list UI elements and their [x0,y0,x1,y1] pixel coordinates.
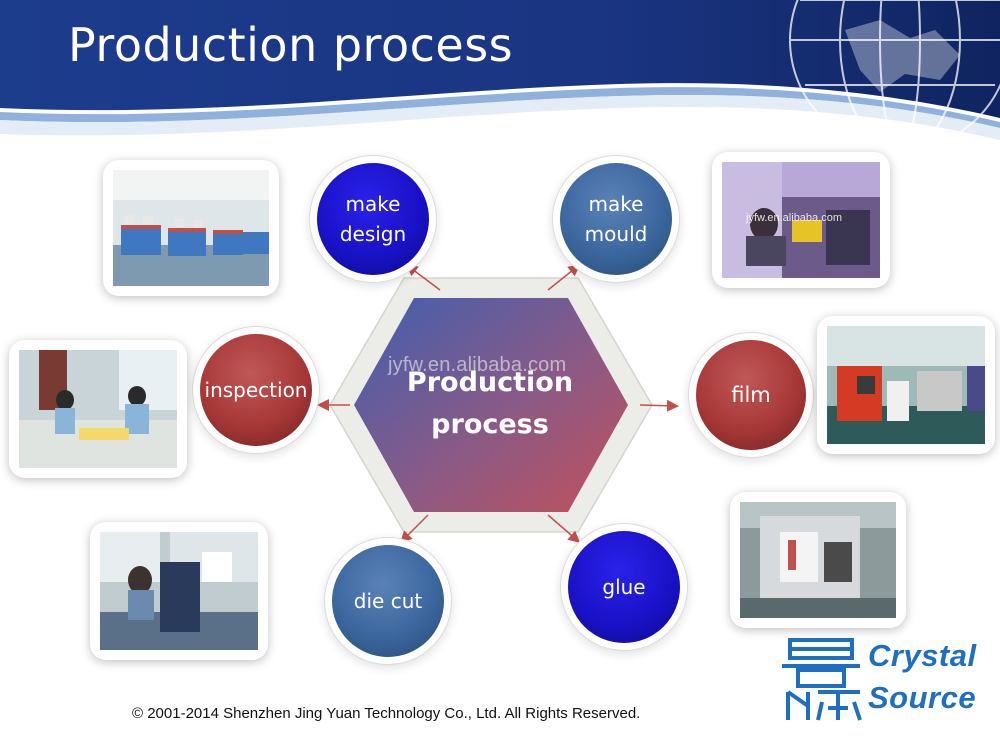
logo-emblem [778,636,864,722]
arrow-to-film [640,405,676,406]
logo-text-line1: Crystal [868,638,977,674]
photo-mould-making: jyfw.en.alibaba.com [712,152,890,288]
crystal-source-logo: Crystal Source [778,636,956,724]
step-make-design: make design [317,163,429,275]
arrow-to-make-design [408,266,440,290]
copyright-footer: © 2001-2014 Shenzhen Jing Yuan Technolog… [132,705,640,722]
arrow-to-glue [548,515,578,541]
step-glue: glue [568,531,680,643]
step-die-cut: die cut [332,545,444,657]
photo-inspection [9,340,187,478]
photo-film-machine [817,316,995,454]
step-make-mould: make mould [560,163,672,275]
photo-die-cut [90,522,268,660]
step-film: film [696,340,806,450]
step-inspection: inspection [200,334,312,446]
arrow-to-die-cut [402,515,428,541]
photo-design-office [103,160,279,296]
arrow-to-make-mould [548,266,578,290]
photo-watermark: jyfw.en.alibaba.com [746,212,842,224]
logo-text-line2: Source [868,680,976,716]
photo-glue-machine [730,492,906,628]
